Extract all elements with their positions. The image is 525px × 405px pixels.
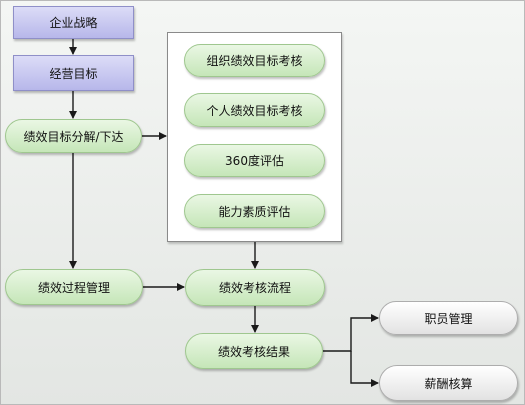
node-business-goal: 经营目标	[13, 55, 134, 91]
node-career-management: 职员管理	[379, 301, 518, 335]
node-enterprise-strategy: 企业战略	[13, 6, 134, 39]
node-competency-assessment: 能力素质评估	[184, 194, 325, 228]
connector-result-branch-lower	[350, 351, 379, 387]
node-360-assessment: 360度评估	[184, 144, 325, 177]
node-compensation: 薪酬核算	[379, 365, 518, 401]
connector-result-branch	[323, 314, 379, 352]
node-org-goal-appraisal: 组织绩效目标考核	[184, 44, 325, 77]
node-personal-goal-appraisal: 个人绩效目标考核	[184, 93, 325, 127]
node-appraisal-flow: 绩效考核流程	[185, 269, 325, 306]
node-appraisal-result: 绩效考核结果	[185, 333, 323, 369]
node-process-management: 绩效过程管理	[5, 269, 143, 305]
node-goal-decompose: 绩效目标分解/下达	[5, 119, 142, 153]
